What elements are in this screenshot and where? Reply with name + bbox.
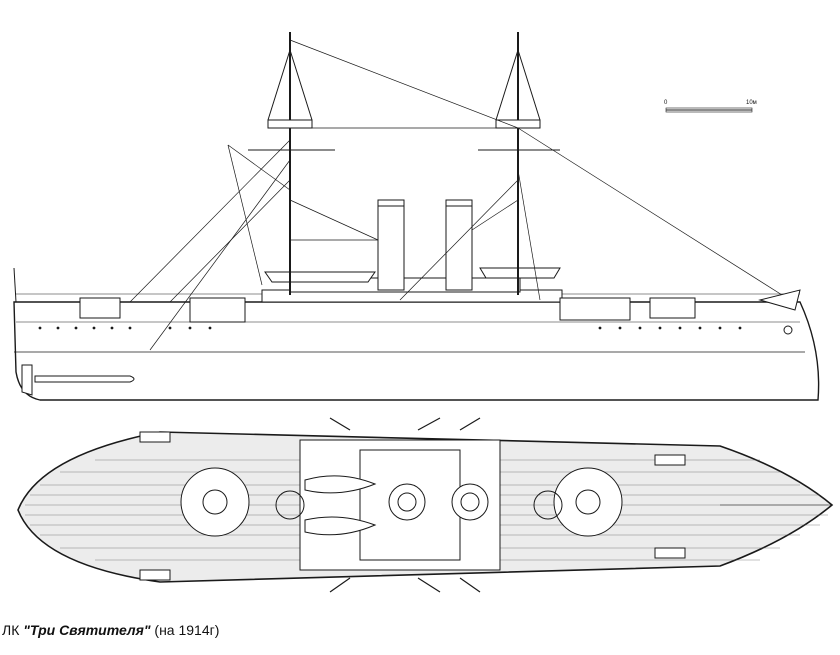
side-elevation <box>13 32 820 401</box>
caption-prefix: ЛК <box>2 622 24 638</box>
rigging <box>129 39 791 351</box>
propeller-shaft <box>34 375 135 383</box>
funnel-fore <box>377 199 405 291</box>
turret-fore <box>553 467 623 537</box>
portholes <box>38 326 742 330</box>
turret-aft <box>180 467 250 537</box>
scale-start-label: 0 <box>664 100 668 106</box>
funnel-aft <box>445 199 473 291</box>
hull-side <box>13 301 820 401</box>
ship-drawing: 0 10м <box>13 32 834 593</box>
plan-view <box>17 417 834 593</box>
caption-suffix: (на 1914г) <box>150 622 220 638</box>
caption-ship-name: "Три Святителя" <box>23 622 151 638</box>
rudder <box>21 364 33 396</box>
scale-bar: 0 10м <box>664 100 757 113</box>
drawing-caption: ЛК "Три Святителя" (на 1914г) <box>2 622 219 638</box>
scale-end-label: 10м <box>746 100 757 106</box>
